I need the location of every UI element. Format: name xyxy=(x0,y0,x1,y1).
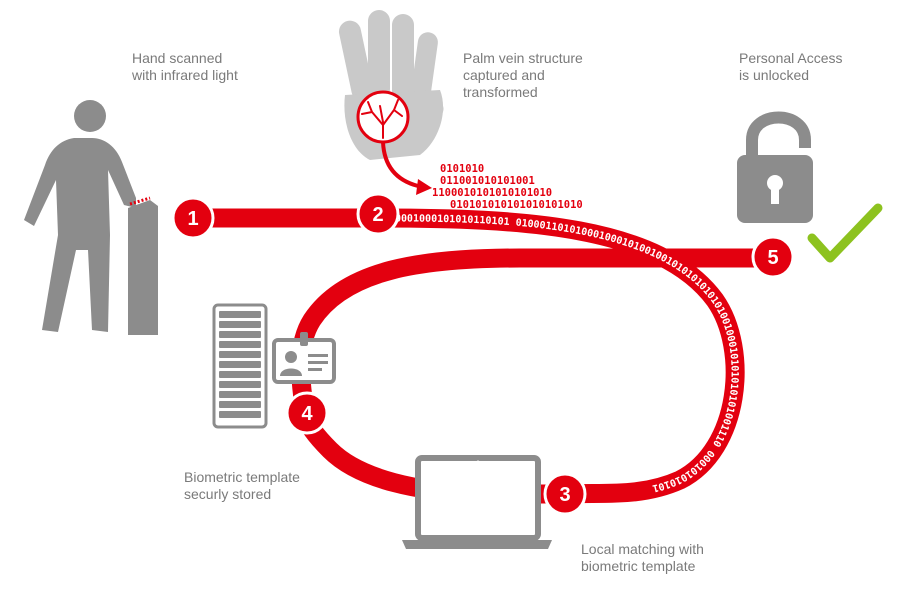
caption-line: biometric template xyxy=(581,558,696,574)
svg-text:3: 3 xyxy=(559,484,570,506)
step-4-caption: Biometric template securly stored xyxy=(184,469,300,503)
caption-line: Personal Access xyxy=(739,50,843,66)
caption-line: Local matching with xyxy=(581,541,704,557)
flow-path-main xyxy=(185,208,745,504)
step-5-badge: 5 xyxy=(751,235,795,279)
caption-line: with infrared light xyxy=(132,67,238,83)
svg-text:010101010101010101010: 010101010101010101010 xyxy=(450,199,583,211)
caption-line: captured and xyxy=(463,67,545,83)
step-3-caption: Local matching with biometric template xyxy=(581,541,704,575)
caption-line: Palm vein structure xyxy=(463,50,583,66)
caption-line: Biometric template xyxy=(184,469,300,485)
caption-line: is unlocked xyxy=(739,67,810,83)
checkmark-icon xyxy=(807,203,883,263)
padlock-open-icon xyxy=(737,111,813,223)
step-2-caption: Palm vein structure captured and transfo… xyxy=(463,50,583,101)
svg-text:1: 1 xyxy=(187,208,198,230)
step-5-caption: Personal Access is unlocked xyxy=(739,50,843,84)
person-icon xyxy=(24,100,136,332)
svg-text:1100010101010101010: 1100010101010101010 xyxy=(432,187,552,199)
laptop-icon xyxy=(402,455,552,549)
scanner-kiosk-icon xyxy=(128,196,158,335)
svg-text:2: 2 xyxy=(372,204,383,226)
step-1-caption: Hand scanned with infrared light xyxy=(132,50,238,84)
id-card-icon xyxy=(272,332,336,384)
caption-line: transformed xyxy=(463,84,538,100)
vein-arrow xyxy=(381,141,419,188)
svg-text:0101010: 0101010 xyxy=(440,163,484,175)
step-4-badge: 4 xyxy=(285,391,329,435)
caption-line: Hand scanned xyxy=(132,50,223,66)
step-2-badge: 2 xyxy=(356,192,400,236)
caption-line: securly stored xyxy=(184,486,272,502)
step-3-badge: 3 xyxy=(543,472,587,516)
binary-cluster: 0101010 011001010101001 1100010101010101… xyxy=(432,163,583,211)
vein-icon xyxy=(356,90,410,144)
step-1-badge: 1 xyxy=(171,196,215,240)
svg-text:4: 4 xyxy=(301,403,313,425)
server-rack-icon xyxy=(212,303,268,429)
svg-text:011001010101001: 011001010101001 xyxy=(440,175,535,187)
svg-text:5: 5 xyxy=(767,247,778,269)
